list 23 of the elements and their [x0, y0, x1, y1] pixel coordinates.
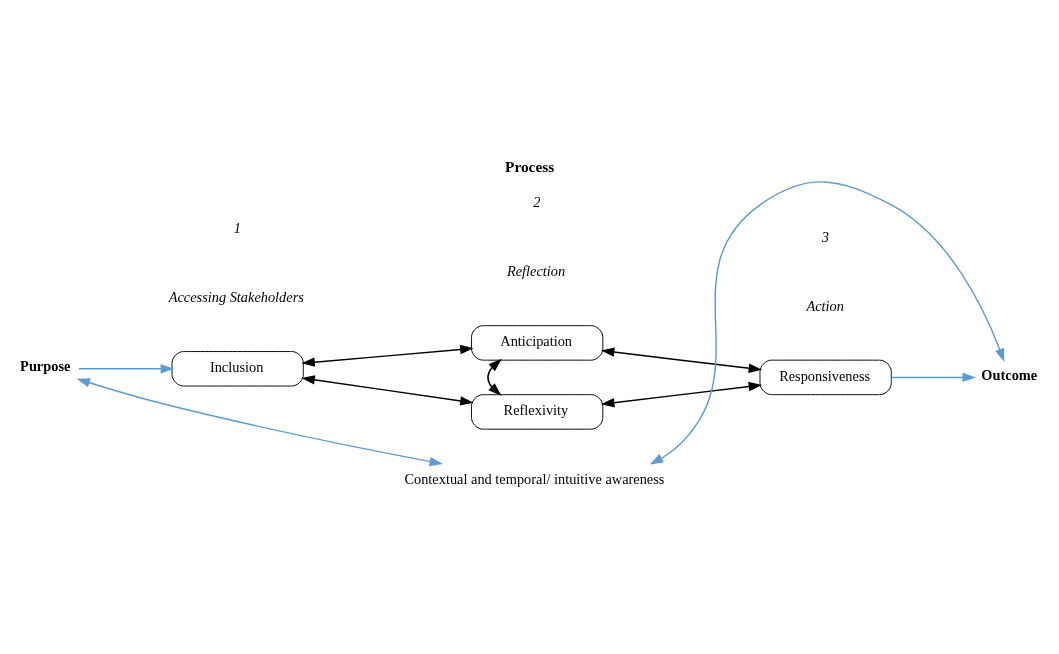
diagram-title: Process — [505, 157, 555, 175]
label: Accessing Stakeholders — [168, 288, 304, 305]
arrow — [890, 372, 976, 382]
node-text: Contextual and temporal/ intuitive awareness — [404, 470, 665, 487]
label: Reflection — [506, 262, 566, 279]
label: 1 — [233, 219, 242, 236]
label: Action — [806, 297, 844, 314]
arrow — [301, 374, 474, 406]
arrow — [487, 358, 502, 396]
node-box: Anticipation — [471, 324, 604, 361]
node-text: Purpose — [20, 357, 71, 374]
arrow — [601, 381, 763, 407]
arrow — [601, 346, 763, 373]
label: 3 — [821, 228, 829, 245]
node-box: Inclusion — [171, 350, 304, 387]
arrow — [301, 344, 474, 367]
arrow — [76, 377, 443, 466]
arrow — [78, 363, 175, 373]
node-box: Reflexivity — [471, 393, 604, 430]
node-box: Responsiveness — [759, 359, 892, 395]
arrow — [649, 180, 1005, 465]
node-text: Outcome — [981, 366, 1038, 383]
label: 2 — [533, 193, 541, 210]
